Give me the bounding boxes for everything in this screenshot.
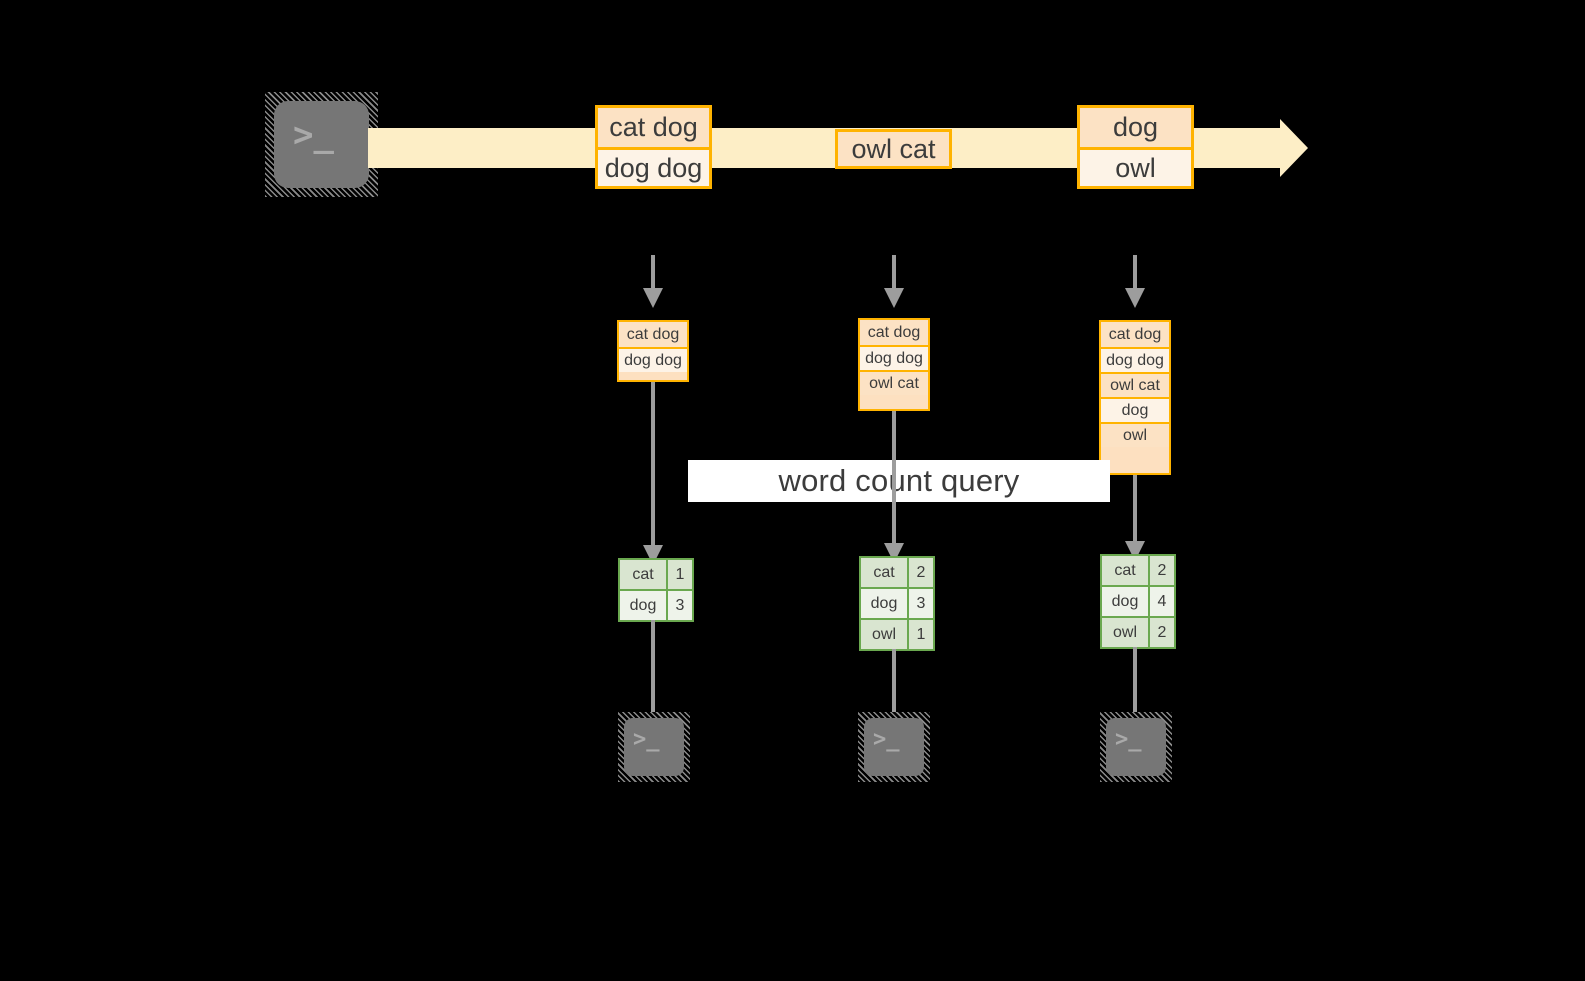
result-count: 1: [666, 560, 692, 589]
terminal-face: [274, 101, 369, 188]
stream-record-line: owl: [1080, 147, 1191, 186]
result-table-3[interactable]: cat 2 dog 4 owl 2: [1100, 554, 1176, 649]
snapshot-2-dashed-arrowhead: [884, 288, 904, 308]
result-word: dog: [1102, 587, 1148, 616]
snapshot-record-line: owl cat: [1101, 372, 1169, 397]
result-count: 2: [1148, 618, 1174, 647]
snapshot-record-line: dog dog: [1101, 347, 1169, 372]
result-word: dog: [861, 589, 907, 618]
result-table-1[interactable]: cat 1 dog 3: [618, 558, 694, 622]
terminal-prompt-glyph: >_: [293, 115, 334, 155]
table-row: dog 3: [861, 587, 933, 618]
snapshot-record-line: cat dog: [619, 322, 687, 347]
result-count: 1: [907, 620, 933, 649]
terminal-face: [624, 718, 684, 776]
snapshot-3-dashed-connector: [1133, 255, 1137, 289]
query-label: word count query: [778, 463, 1020, 498]
result-2-to-consumer-line: [892, 649, 896, 713]
snapshot-record-line: owl cat: [860, 370, 928, 395]
stream-record-line: dog: [1080, 108, 1191, 147]
result-word: dog: [620, 591, 666, 620]
result-word: cat: [1102, 556, 1148, 585]
terminal-prompt-glyph: >_: [1115, 727, 1142, 752]
snapshot-3-dashed-arrowhead: [1125, 288, 1145, 308]
result-count: 2: [1148, 556, 1174, 585]
stream-record-3[interactable]: dog owl: [1077, 105, 1194, 189]
snapshot-3-to-result-line: [1133, 475, 1137, 543]
result-count: 4: [1148, 587, 1174, 616]
snapshot-record-line: dog dog: [619, 347, 687, 372]
result-table-2[interactable]: cat 2 dog 3 owl 1: [859, 556, 935, 651]
table-row: dog 3: [620, 589, 692, 620]
snapshot-2-dashed-connector: [892, 255, 896, 289]
snapshot-record-line: owl: [1101, 422, 1169, 447]
snapshot-1-records[interactable]: cat dog dog dog: [617, 320, 689, 382]
snapshot-record-line: dog: [1101, 397, 1169, 422]
result-word: owl: [1102, 618, 1148, 647]
result-count: 3: [666, 591, 692, 620]
snapshot-2-records[interactable]: cat dog dog dog owl cat: [858, 318, 930, 411]
snapshot-record-line: cat dog: [1101, 322, 1169, 347]
stream-record-line: dog dog: [598, 147, 709, 186]
consumer-terminal-icon-2: >_: [858, 712, 930, 782]
result-count: 2: [907, 558, 933, 587]
result-1-to-consumer-line: [651, 620, 655, 713]
table-row: owl 1: [861, 618, 933, 649]
stream-record-line: cat dog: [598, 108, 709, 147]
snapshot-1-dashed-connector: [651, 255, 655, 289]
terminal-prompt-glyph: >_: [873, 727, 900, 752]
table-row: owl 2: [1102, 616, 1174, 647]
snapshot-record-line: cat dog: [860, 320, 928, 345]
table-row: cat 1: [620, 560, 692, 589]
terminal-face: [1106, 718, 1166, 776]
query-label-band: word count query: [688, 460, 1110, 502]
snapshot-1-to-result-line: [651, 382, 655, 546]
stream-record-1[interactable]: cat dog dog dog: [595, 105, 712, 189]
consumer-terminal-icon-1: >_: [618, 712, 690, 782]
result-3-to-consumer-line: [1133, 647, 1137, 713]
snapshot-record-line: dog dog: [860, 345, 928, 370]
table-row: dog 4: [1102, 585, 1174, 616]
table-row: cat 2: [1102, 556, 1174, 585]
snapshot-2-connector-overlay: [892, 460, 896, 502]
stream-arrowhead: [1280, 119, 1311, 177]
terminal-face: [864, 718, 924, 776]
result-word: cat: [620, 560, 666, 589]
result-word: cat: [861, 558, 907, 587]
terminal-prompt-glyph: >_: [633, 727, 660, 752]
table-row: cat 2: [861, 558, 933, 587]
producer-terminal-icon: >_: [265, 92, 378, 197]
snapshot-1-dashed-arrowhead: [643, 288, 663, 308]
consumer-terminal-icon-3: >_: [1100, 712, 1172, 782]
stream-record-2[interactable]: owl cat: [835, 129, 952, 169]
result-count: 3: [907, 589, 933, 618]
snapshot-3-records[interactable]: cat dog dog dog owl cat dog owl: [1099, 320, 1171, 475]
result-word: owl: [861, 620, 907, 649]
